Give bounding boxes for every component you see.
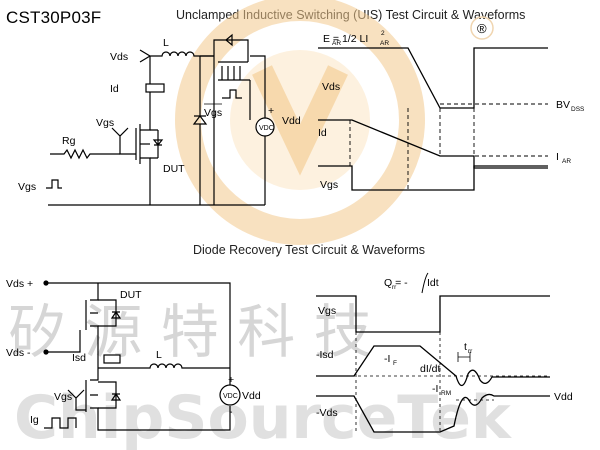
ig-pulse bbox=[44, 417, 77, 429]
uis-circuit bbox=[46, 33, 275, 206]
recovery-inductor bbox=[98, 363, 230, 369]
registered-mark: ® bbox=[477, 21, 487, 36]
uis-vgs-bar-label: Vgs bbox=[204, 107, 222, 119]
recovery-vgs-label: Vgs bbox=[54, 391, 72, 403]
uis-rg-label: Rg bbox=[62, 135, 76, 147]
iar-label: I bbox=[556, 151, 559, 163]
bottom-rail bbox=[97, 406, 231, 431]
uis-gate-pulse-label: Vgs bbox=[18, 181, 36, 193]
dut-body-diode bbox=[152, 130, 164, 158]
watermark-chinese: 矽 源 特 科 技 bbox=[8, 298, 372, 366]
watermark-english: ChipSourceTek bbox=[14, 383, 513, 450]
recovery-vdd-label: Vdd bbox=[242, 390, 261, 402]
recovery-vgs-terminal bbox=[67, 389, 86, 411]
recovery-minus: - bbox=[229, 406, 233, 418]
gate-resistor bbox=[50, 148, 120, 160]
uis-dut-label: DUT bbox=[163, 163, 185, 175]
recovery-waveform-labels: Q = - rr Idt Vgs -Isd -I F dI/dt t rr -I… bbox=[316, 272, 573, 419]
part-number: CST30P03F bbox=[6, 8, 102, 27]
energy-sub: AR bbox=[332, 40, 341, 47]
irm-sub: RM bbox=[441, 390, 451, 397]
bvdss-label: BV bbox=[556, 99, 570, 111]
isd-probe bbox=[103, 354, 121, 364]
top-diode bbox=[225, 33, 233, 47]
recovery-plus: + bbox=[228, 374, 234, 386]
uis-circuit-labels: Vds L Id Vgs Rg DUT Vgs Vgs Vdd VDC + bbox=[18, 37, 301, 193]
rec-isd-waveform bbox=[316, 345, 550, 387]
vds-waveform bbox=[318, 47, 548, 109]
qrr-formula: Q = - bbox=[384, 277, 408, 289]
switch-gate-pulse bbox=[222, 89, 242, 99]
didt-label: dI/dt bbox=[420, 363, 441, 375]
vdd-source bbox=[255, 117, 275, 137]
inductor-l bbox=[158, 51, 214, 57]
rec-vds-label: -Vds bbox=[316, 407, 338, 419]
wave-vds-label: Vds bbox=[322, 81, 340, 93]
dut-upper-diode bbox=[98, 299, 122, 327]
rec-vgs-label: Vgs bbox=[318, 305, 336, 317]
rec-vds-waveform bbox=[316, 393, 550, 433]
irm-label: -I bbox=[432, 383, 438, 395]
lower-diode bbox=[98, 381, 122, 409]
uis-level-lines bbox=[440, 103, 548, 157]
gate-pulse bbox=[46, 179, 62, 189]
energy-sub2: AR bbox=[380, 40, 389, 47]
vdd-wire bbox=[250, 55, 266, 205]
rec-isd-label: -Isd bbox=[316, 349, 334, 361]
uis-vdd-label: Vdd bbox=[282, 115, 301, 127]
rec-vgs-waveform bbox=[316, 295, 550, 333]
text-watermark: 矽 源 特 科 技 ChipSourceTek bbox=[8, 298, 513, 450]
qrr-sub: rr bbox=[392, 284, 397, 291]
recovery-l-label: L bbox=[156, 349, 162, 361]
lower-mosfet bbox=[85, 372, 99, 420]
vgs-terminal bbox=[111, 127, 136, 155]
recovery-section-title: Diode Recovery Test Circuit & Waveforms bbox=[193, 243, 426, 257]
recovery-circuit-labels: Vds + Vds - DUT Isd L Vgs Ig Vdd VDC + - bbox=[6, 278, 261, 426]
energy-sup: 2 bbox=[381, 30, 385, 37]
dut-mosfet bbox=[135, 124, 151, 205]
vds-terminal bbox=[139, 49, 158, 63]
iar-sub: AR bbox=[562, 158, 571, 165]
left-branch bbox=[200, 55, 215, 205]
top-switch bbox=[218, 61, 250, 81]
vds-plus-label: Vds + bbox=[6, 278, 33, 290]
ig-label: Ig bbox=[30, 414, 39, 426]
uis-vdc-label: VDC bbox=[259, 125, 274, 132]
wave-vgs-label: Vgs bbox=[320, 179, 338, 191]
uis-waveform-labels: E = 1/2 LI AR AR 2 Vds Id Vgs BV DSS I A… bbox=[318, 30, 585, 191]
rec-guide-lines bbox=[355, 332, 441, 432]
recovery-dut-label: DUT bbox=[120, 289, 142, 301]
recovery-vdc-label: VDC bbox=[223, 393, 238, 400]
uis-l-label: L bbox=[163, 37, 169, 49]
trr-marker bbox=[457, 352, 471, 362]
uis-vgs-label: Vgs bbox=[96, 117, 114, 129]
isd-label: Isd bbox=[72, 352, 86, 364]
top-rail bbox=[44, 282, 231, 372]
recovery-circuit bbox=[43, 280, 241, 431]
svg-text:+: + bbox=[268, 105, 274, 117]
vgs-waveform bbox=[318, 165, 548, 191]
energy-formula: E = 1/2 LI bbox=[323, 33, 368, 45]
current-probe bbox=[145, 83, 165, 93]
recovery-waveforms bbox=[316, 295, 550, 433]
vds-minus-wire bbox=[46, 330, 81, 353]
wave-id-label: Id bbox=[318, 127, 327, 139]
trr-sub: rr bbox=[468, 348, 473, 355]
qrr-rest: Idt bbox=[427, 277, 439, 289]
bvdss-sub: DSS bbox=[571, 106, 585, 113]
uis-id-label: Id bbox=[110, 83, 119, 95]
vds-minus-label: Vds - bbox=[6, 347, 31, 359]
trr-label: t bbox=[464, 341, 467, 353]
if-label: -I bbox=[384, 353, 390, 365]
uis-waveforms bbox=[318, 47, 548, 191]
uis-vds-label: Vds bbox=[110, 51, 128, 63]
rec-vdd-label: Vdd bbox=[554, 391, 573, 403]
top-loop bbox=[213, 39, 249, 56]
if-sub: F bbox=[393, 360, 397, 367]
